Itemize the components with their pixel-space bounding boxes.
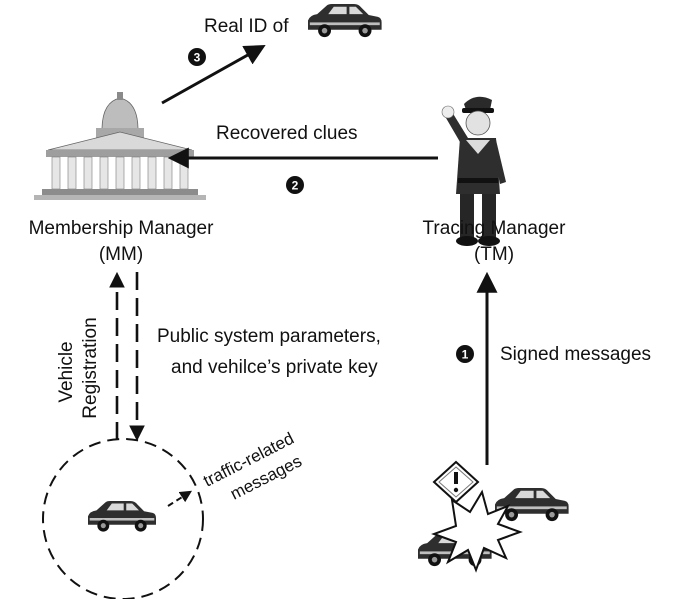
car-icon (88, 501, 156, 532)
tm-abbr-label: (TM) (474, 244, 514, 265)
step-number: 2 (292, 179, 299, 193)
mm-name-label: Membership Manager (29, 218, 214, 239)
signed-messages-label: Signed messages (500, 344, 651, 365)
police-officer-icon (441, 96, 506, 246)
public-params-line2: and vehilce’s private key (171, 357, 378, 378)
step-number: 1 (462, 348, 469, 362)
step-badge-1: 1 (456, 345, 474, 363)
recovered-clues-label: Recovered clues (216, 123, 358, 144)
step-badge-3: 3 (188, 48, 206, 66)
vehicle-registration-line2: Registration (80, 317, 101, 418)
public-params-line1: Public system parameters, (157, 326, 381, 347)
arrow-traffic-messages (167, 490, 193, 507)
arrow-real-id (161, 44, 266, 105)
car-crash-icon (418, 488, 569, 573)
mm-abbr-label: (MM) (99, 244, 143, 265)
step-badge-2: 2 (286, 176, 304, 194)
car-icon (308, 4, 382, 38)
government-building-icon (34, 92, 206, 200)
real-id-label: Real ID of (204, 16, 289, 37)
tm-name-label: Tracing Manager (423, 218, 567, 239)
vehicle-registration-line1: Vehicle (56, 341, 77, 402)
vehicle-range-circle (42, 438, 204, 599)
step-number: 3 (194, 51, 201, 65)
warning-sign-icon (432, 460, 480, 504)
